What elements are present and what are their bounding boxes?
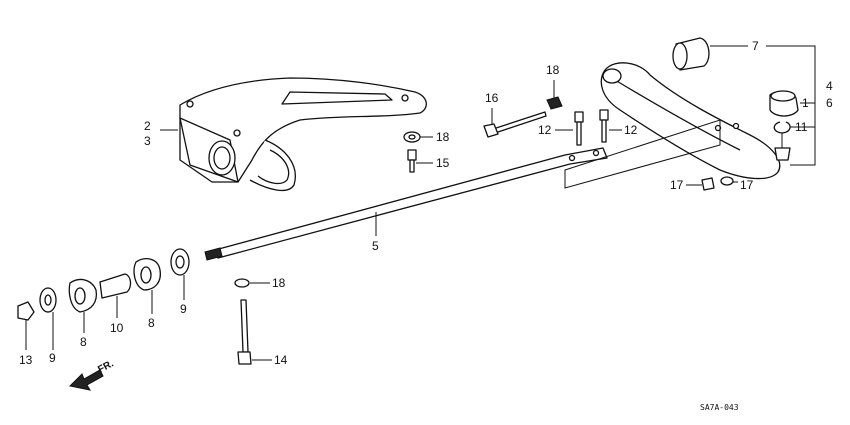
diagram-code: SA7A-043 [700,403,739,412]
callout-14: 14 [274,353,288,367]
callout-numbers: 2 3 5 7 4 1 6 11 18 16 12 12 18 15 17 17… [19,39,833,367]
callout-11: 11 [795,120,808,134]
leader-lines [25,45,816,361]
callout-18-mid: 18 [436,130,450,144]
nuts-17 [701,176,734,191]
callout-8-right: 8 [148,316,155,330]
bushing-stack [17,248,190,321]
bolt-16 [483,111,547,138]
callout-8-left: 8 [80,335,87,349]
circlip [773,121,791,134]
ball-joint [769,90,799,161]
callout-9-right: 9 [180,302,187,316]
callout-9-left: 9 [49,351,56,365]
callout-16: 16 [485,91,499,105]
callout-5: 5 [372,239,379,253]
washer-18-mid [403,131,421,143]
nut-18-top [546,96,563,110]
callout-15: 15 [436,156,450,170]
radius-rod [204,147,608,261]
callout-18-bottom: 18 [272,276,286,290]
callout-6: 6 [826,96,833,110]
front-direction-arrow: FR. [68,358,116,391]
bolt-14 [237,299,252,365]
callout-7: 7 [752,39,759,53]
callout-13: 13 [19,353,33,367]
nut-13 [17,301,35,321]
bolt-15 [407,149,417,173]
callout-10: 10 [110,321,124,335]
bolt-12-left [574,111,584,146]
callout-12-right: 12 [624,123,638,137]
callout-17-right: 17 [740,178,754,192]
nut-18-bottom [234,278,250,288]
callout-3: 3 [144,134,151,148]
callout-2: 2 [144,119,151,133]
arm-bushing [672,37,710,71]
callout-12-left: 12 [538,123,552,137]
collar-10 [99,273,132,299]
callout-18-top: 18 [546,63,560,77]
direction-label: FR. [96,358,116,375]
callout-1: 1 [802,96,809,110]
callout-4: 4 [826,79,833,93]
lower-arm [564,62,781,189]
callout-17-left: 17 [670,178,684,192]
crossmember-bracket [179,77,427,192]
bolt-12-right [599,109,609,143]
